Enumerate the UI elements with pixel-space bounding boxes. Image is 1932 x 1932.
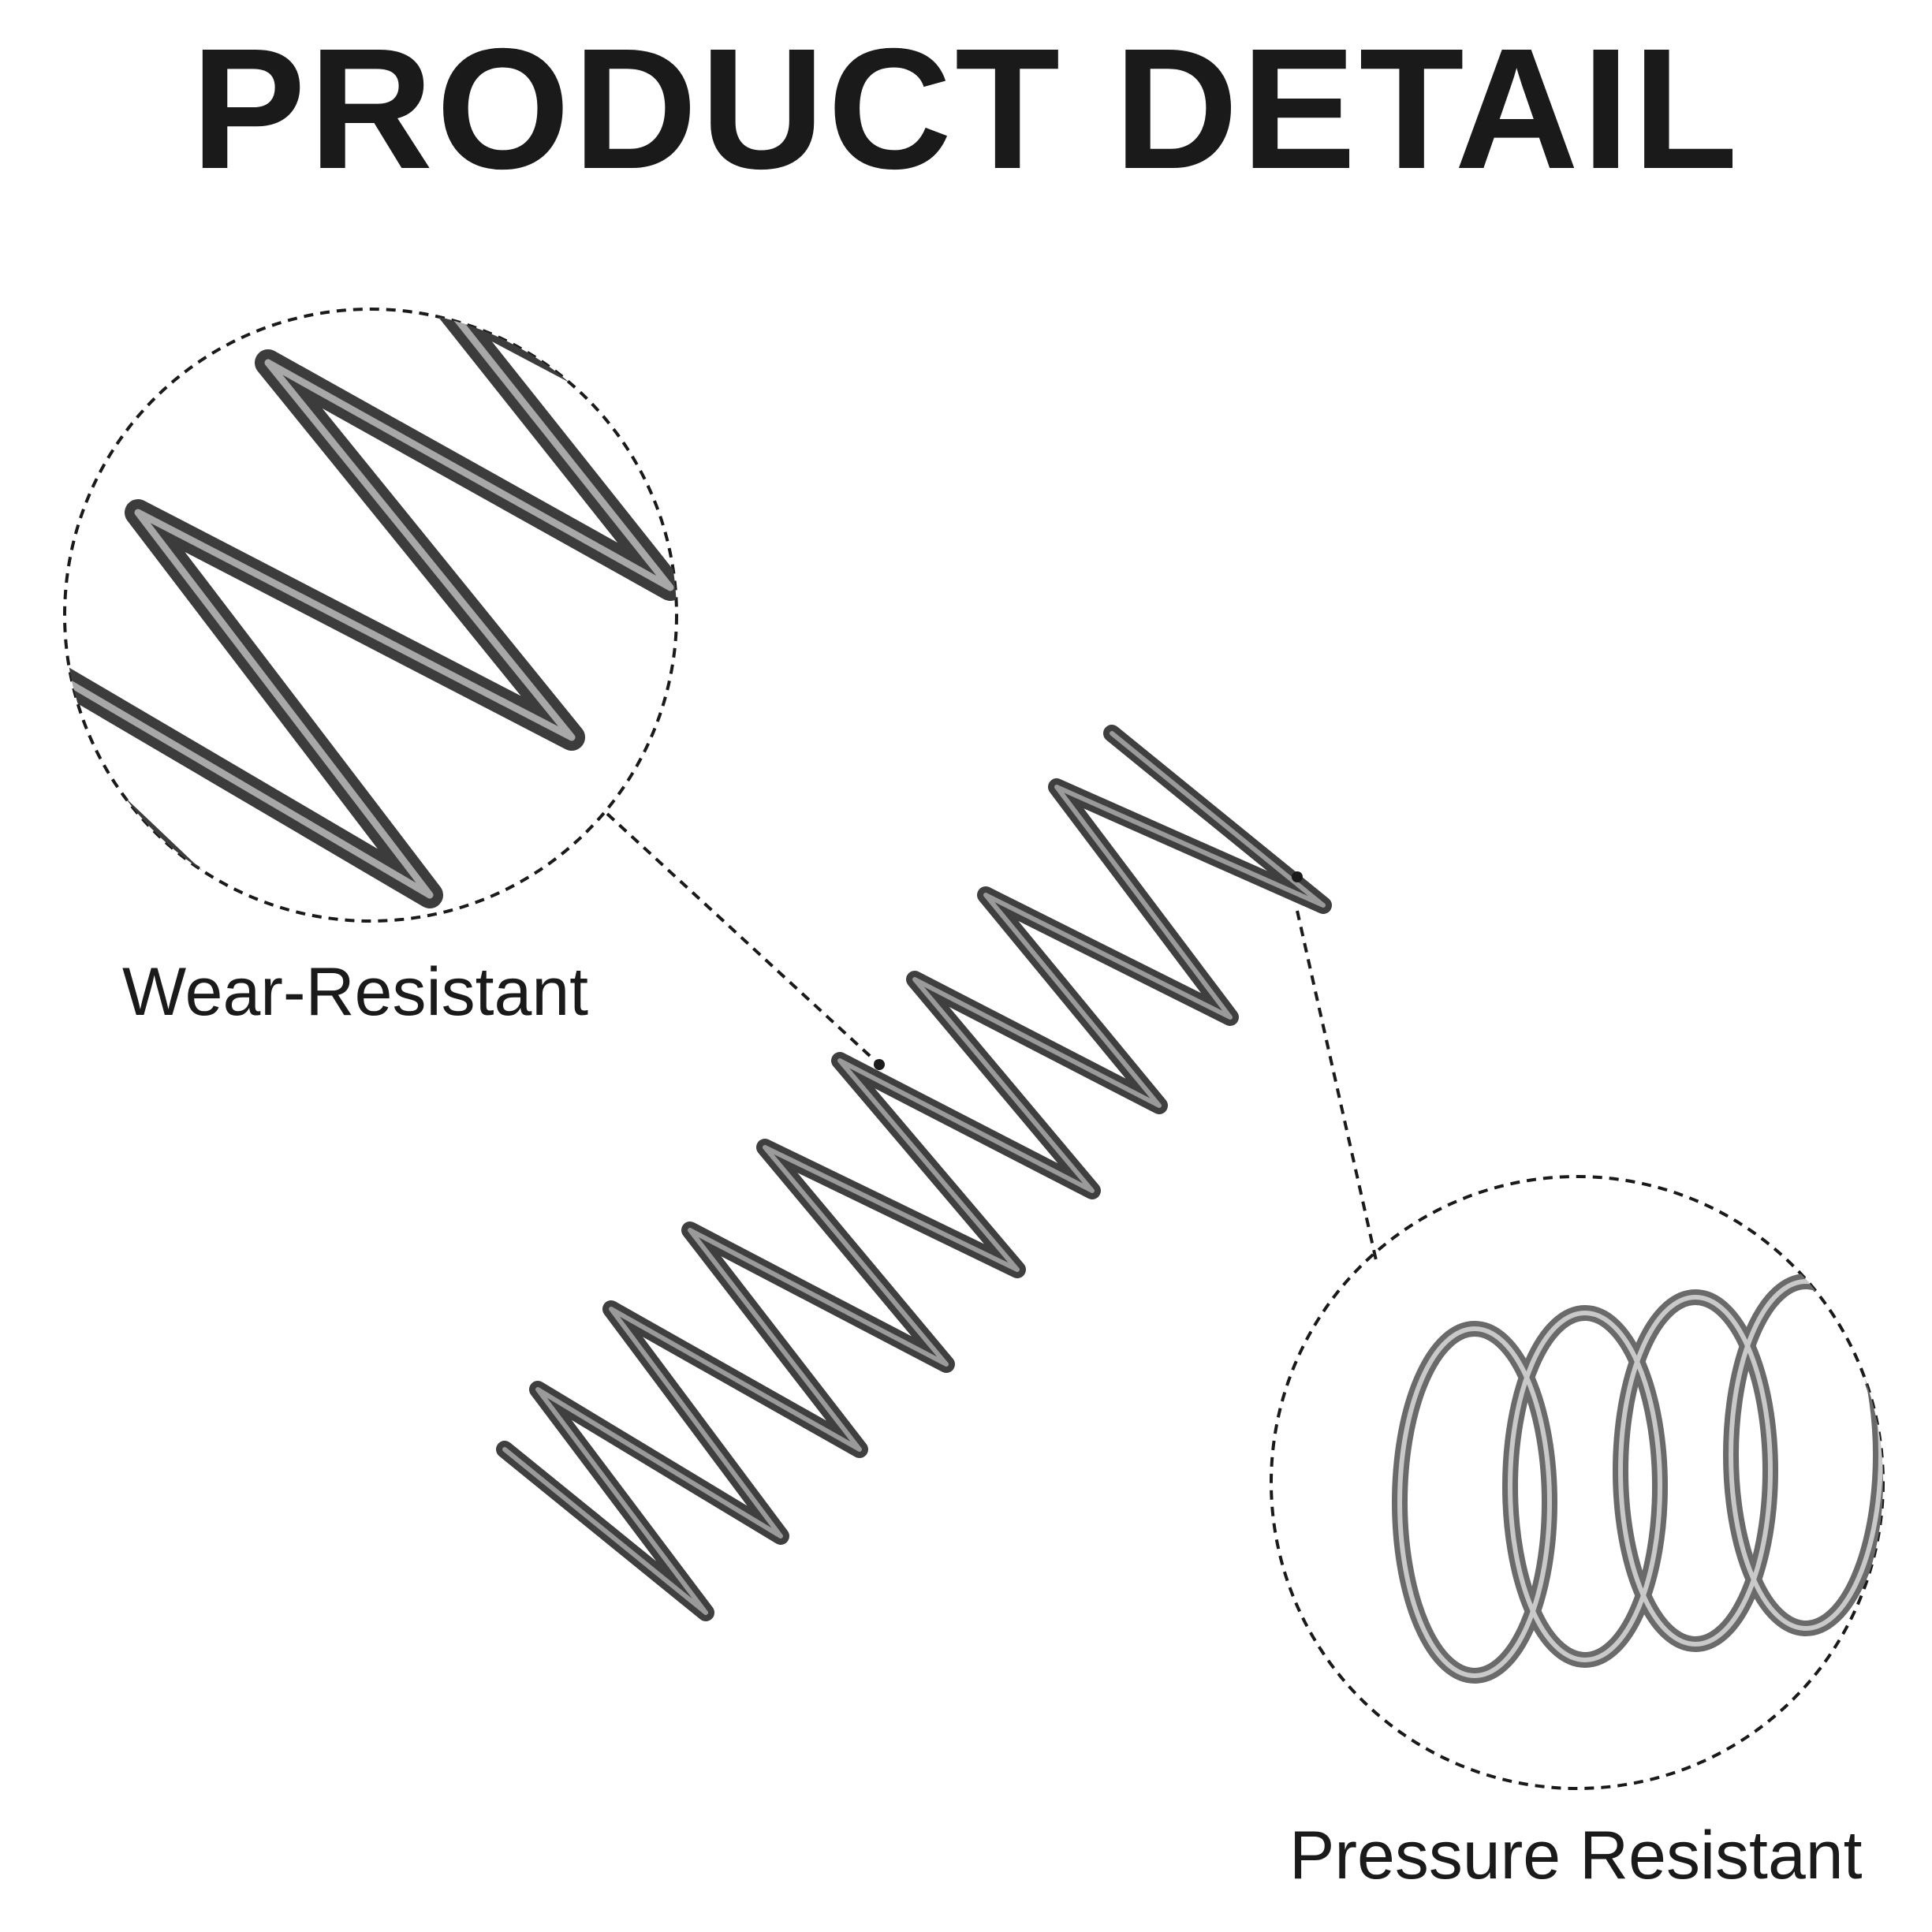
connector-dot-left [874, 1059, 885, 1070]
pressure-resistant-magnifier [1270, 1175, 1885, 1790]
pressure-resistant-label: Pressure Resistant [1289, 1818, 1863, 1893]
page-title: PRODUCT DETAIL [191, 13, 1741, 205]
wear-resistant-magnifier [63, 308, 678, 923]
connector-lines [606, 812, 1378, 1261]
wear-resistant-label: Wear-Resistant [122, 954, 589, 1030]
main-spring [496, 725, 1332, 1621]
connector-dot-right [1292, 871, 1303, 882]
